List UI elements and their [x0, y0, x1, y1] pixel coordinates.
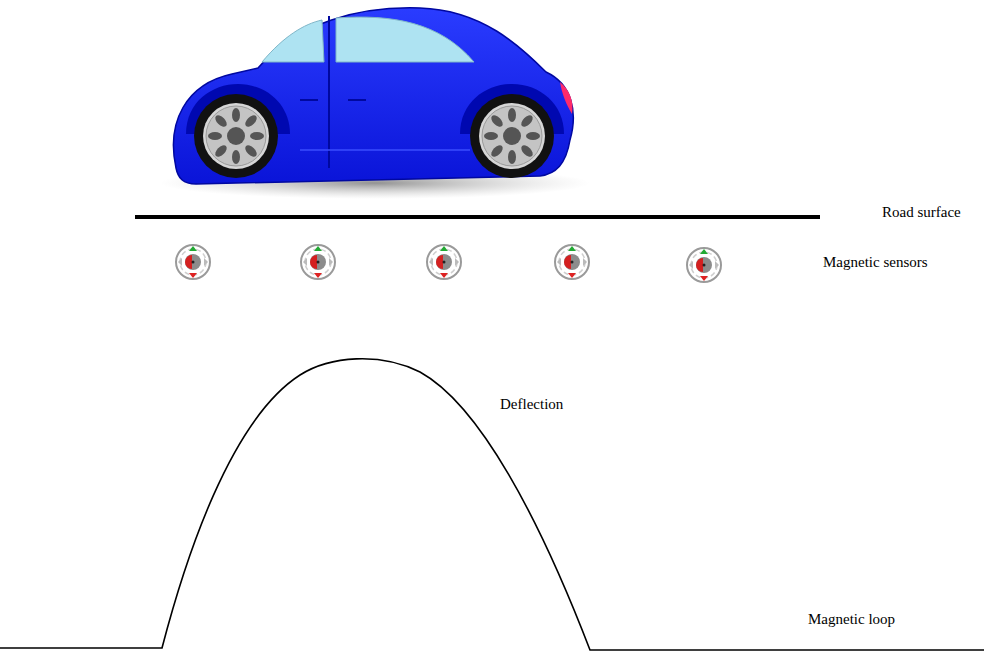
road-line: [135, 215, 820, 219]
sensor-label: Magnetic sensors: [823, 253, 928, 271]
deflection-label: Deflection: [500, 395, 563, 413]
deflection-curve: [0, 359, 984, 650]
car: [160, 8, 590, 199]
road-surface-label: Road surface: [882, 203, 961, 221]
magnetic-sensors: [176, 245, 721, 282]
loop-label: Magnetic loop: [808, 610, 895, 628]
